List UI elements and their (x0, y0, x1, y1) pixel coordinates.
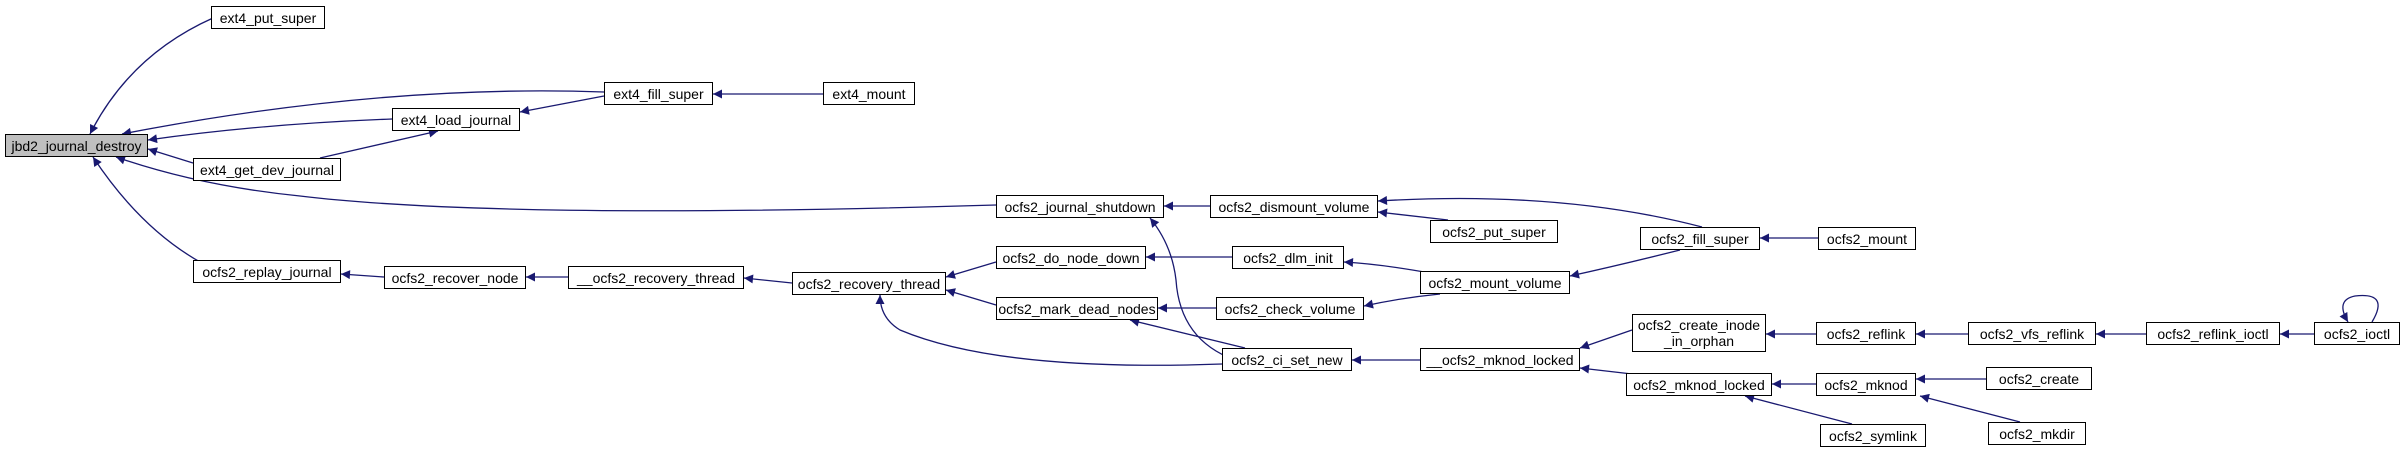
edge-ioctl-self (2339, 294, 2379, 323)
node-ocfs2-recovery-thread-inner[interactable]: __ocfs2_recovery_thread (568, 266, 744, 289)
node-ocfs2-mknod-locked-inner[interactable]: __ocfs2_mknod_locked (1420, 348, 1580, 371)
edge-mkdir-mknod (1919, 393, 2021, 423)
node-ocfs2-put-super[interactable]: ocfs2_put_super (1430, 220, 1558, 243)
node-ocfs2-replay-journal[interactable]: ocfs2_replay_journal (193, 260, 341, 283)
edge-ocfs2-recover-node-replay (340, 270, 385, 280)
node-ocfs2-dlm-init[interactable]: ocfs2_dlm_init (1232, 246, 1344, 269)
node-ext4-fill-super[interactable]: ext4_fill_super (604, 82, 713, 105)
node-ocfs2-mount[interactable]: ocfs2_mount (1818, 227, 1916, 250)
edge-do-node-down-recovery-thread (945, 261, 997, 279)
edge-ext4-get-dev-load (319, 128, 439, 159)
node-ocfs2-recovery-thread[interactable]: ocfs2_recovery_thread (792, 272, 946, 295)
node-ocfs2-mount-volume[interactable]: ocfs2_mount_volume (1420, 271, 1570, 294)
node-ocfs2-mknod[interactable]: ocfs2_mknod (1816, 373, 1916, 396)
edge-ci-set-new-shutdown (1149, 217, 1236, 361)
node-ocfs2-ci-set-new[interactable]: ocfs2_ci_set_new (1222, 348, 1352, 371)
node-ocfs2-mkdir[interactable]: ocfs2_mkdir (1988, 422, 2086, 445)
node-ext4-mount[interactable]: ext4_mount (823, 82, 915, 105)
edge-mknod-locked-mknod-inner (1579, 364, 1633, 375)
node-ocfs2-recover-node[interactable]: ocfs2_recover_node (384, 266, 526, 289)
node-ocfs2-ioctl[interactable]: ocfs2_ioctl (2314, 322, 2400, 345)
edge-ext4-fill-super-root (121, 90, 605, 137)
edge-ext4-fill-super-load (519, 95, 605, 115)
edge-create-inode-orphan-mknod-inner (1579, 329, 1633, 350)
node-ext4-get-dev-journal[interactable]: ext4_get_dev_journal (193, 158, 341, 181)
node-ocfs2-fill-super[interactable]: ocfs2_fill_super (1640, 227, 1760, 250)
node-ocfs2-mknod-locked[interactable]: ocfs2_mknod_locked (1626, 373, 1772, 396)
node-ocfs2-reflink-ioctl[interactable]: ocfs2_reflink_ioctl (2146, 322, 2280, 345)
edge-ext4-get-dev-journal-root (147, 147, 194, 164)
node-ocfs2-symlink[interactable]: ocfs2_symlink (1820, 424, 1926, 447)
node-ext4-put-super[interactable]: ext4_put_super (211, 6, 325, 29)
edge-mount-volume-dlm-init (1343, 258, 1431, 274)
edge-mark-dead-nodes-recovery-thread (945, 288, 997, 306)
node-ocfs2-create-inode-in-orphan[interactable]: ocfs2_create_inode_in_orphan (1632, 314, 1766, 352)
node-ocfs2-check-volume[interactable]: ocfs2_check_volume (1216, 297, 1364, 320)
edge-ext4-put-super (89, 17, 214, 135)
edge-symlink-mknod-locked (1744, 393, 1853, 425)
node-ocfs2-dismount-volume[interactable]: ocfs2_dismount_volume (1210, 195, 1378, 218)
node-ext4-load-journal[interactable]: ext4_load_journal (392, 108, 520, 131)
node-ocfs2-vfs-reflink[interactable]: ocfs2_vfs_reflink (1968, 322, 2096, 345)
node-ocfs2-mark-dead-nodes[interactable]: ocfs2_mark_dead_nodes (996, 297, 1158, 320)
edge-ocfs2-put-super-dismount (1377, 208, 1449, 221)
edge-ext4-load-journal-root (147, 118, 393, 144)
edge-mount-volume-check-volume (1363, 293, 1441, 309)
edge-ocfs2-replay-journal-root (92, 156, 201, 263)
edge-fill-super-mount-volume (1569, 249, 1681, 279)
edge-ocfs2-fill-super-dismount (1377, 195, 1703, 228)
node-ocfs2-reflink[interactable]: ocfs2_reflink (1816, 322, 1916, 345)
node-ocfs2-create[interactable]: ocfs2_create (1986, 367, 2092, 390)
node-ocfs2-journal-shutdown[interactable]: ocfs2_journal_shutdown (996, 195, 1164, 218)
edge-recovery-thread-inner (743, 274, 793, 284)
node-ocfs2-do-node-down[interactable]: ocfs2_do_node_down (996, 246, 1146, 269)
edge-ci-set-new-mark-dead (1129, 317, 1246, 349)
node-jbd2-journal-destroy: jbd2_journal_destroy (5, 134, 148, 157)
edge-ci-set-new-recovery-thread (875, 294, 1223, 366)
